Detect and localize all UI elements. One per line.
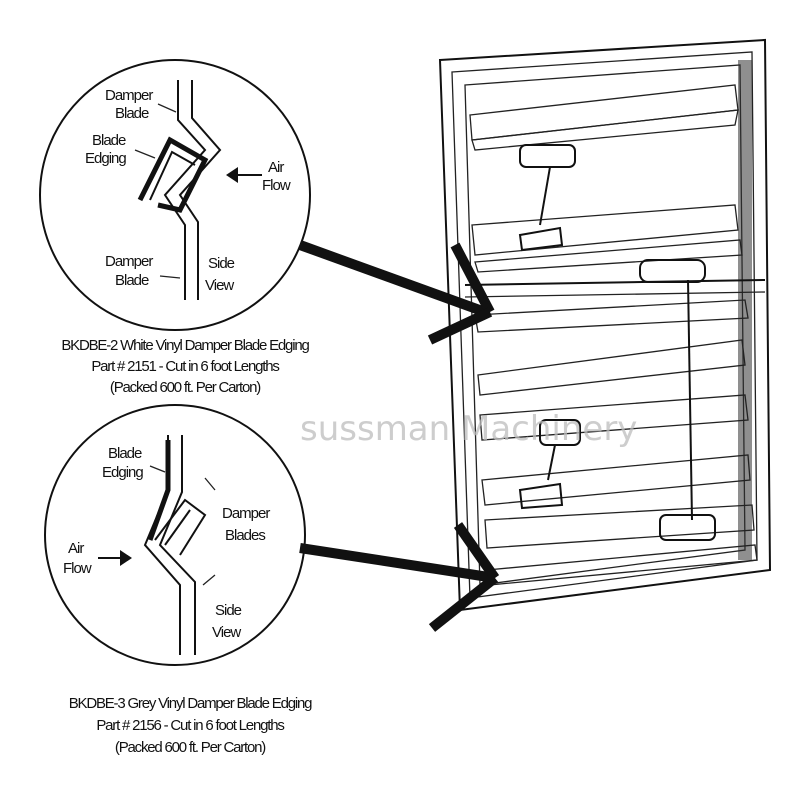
label-damper-blades: Damper — [222, 505, 270, 522]
bottom-caption-line-2: Part # 2156 - Cut in 6 foot Lengths — [96, 717, 284, 734]
linkage-hardware — [518, 144, 716, 541]
label-blade-edging: Blade — [92, 132, 126, 149]
bottom-caption-line-1: BKDBE-3 Grey Vinyl Damper Blade Edging — [69, 695, 312, 712]
label-blade-edging-b: Blade — [108, 445, 142, 462]
top-caption-line-1: BKDBE-2 White Vinyl Damper Blade Edging — [61, 337, 309, 354]
label-side-view-b: Side — [215, 602, 242, 619]
top-caption-line-3: (Packed 600 ft. Per Carton) — [110, 379, 261, 396]
bottom-detail-circle: Blade Edging Damper Blades Air Flow Side… — [44, 404, 306, 666]
damper-frame — [438, 38, 772, 612]
label-damper-blades-2: Blades — [225, 527, 265, 544]
watermark: sussman Machinery — [300, 409, 637, 449]
label-air-flow: Air — [268, 159, 284, 176]
top-detail-circle: Damper Blade Blade Edging Air Flow Dampe… — [39, 59, 311, 331]
label-air-flow-b-2: Flow — [63, 560, 92, 577]
label-blade-edging-b-2: Edging — [102, 464, 143, 481]
pointer-arrow-top — [298, 240, 495, 345]
label-blade-edging-2: Edging — [85, 150, 126, 167]
bottom-caption-line-3: (Packed 600 ft. Per Carton) — [115, 739, 266, 756]
label-damper-blade-top-2: Blade — [115, 105, 149, 122]
top-caption-line-2: Part # 2151 - Cut in 6 foot Lengths — [91, 358, 279, 375]
pointer-arrow-bottom — [299, 522, 500, 632]
label-damper-blade-bottom-2: Blade — [115, 272, 149, 289]
damper-blades — [469, 84, 758, 586]
label-side-view: Side — [208, 255, 235, 272]
label-damper-blade-bottom: Damper — [105, 253, 153, 270]
label-damper-blade-top: Damper — [105, 87, 153, 104]
label-air-flow-b: Air — [68, 540, 84, 557]
label-air-flow-2: Flow — [262, 177, 291, 194]
label-side-view-b-2: View — [212, 624, 241, 641]
label-side-view-2: View — [205, 277, 234, 294]
